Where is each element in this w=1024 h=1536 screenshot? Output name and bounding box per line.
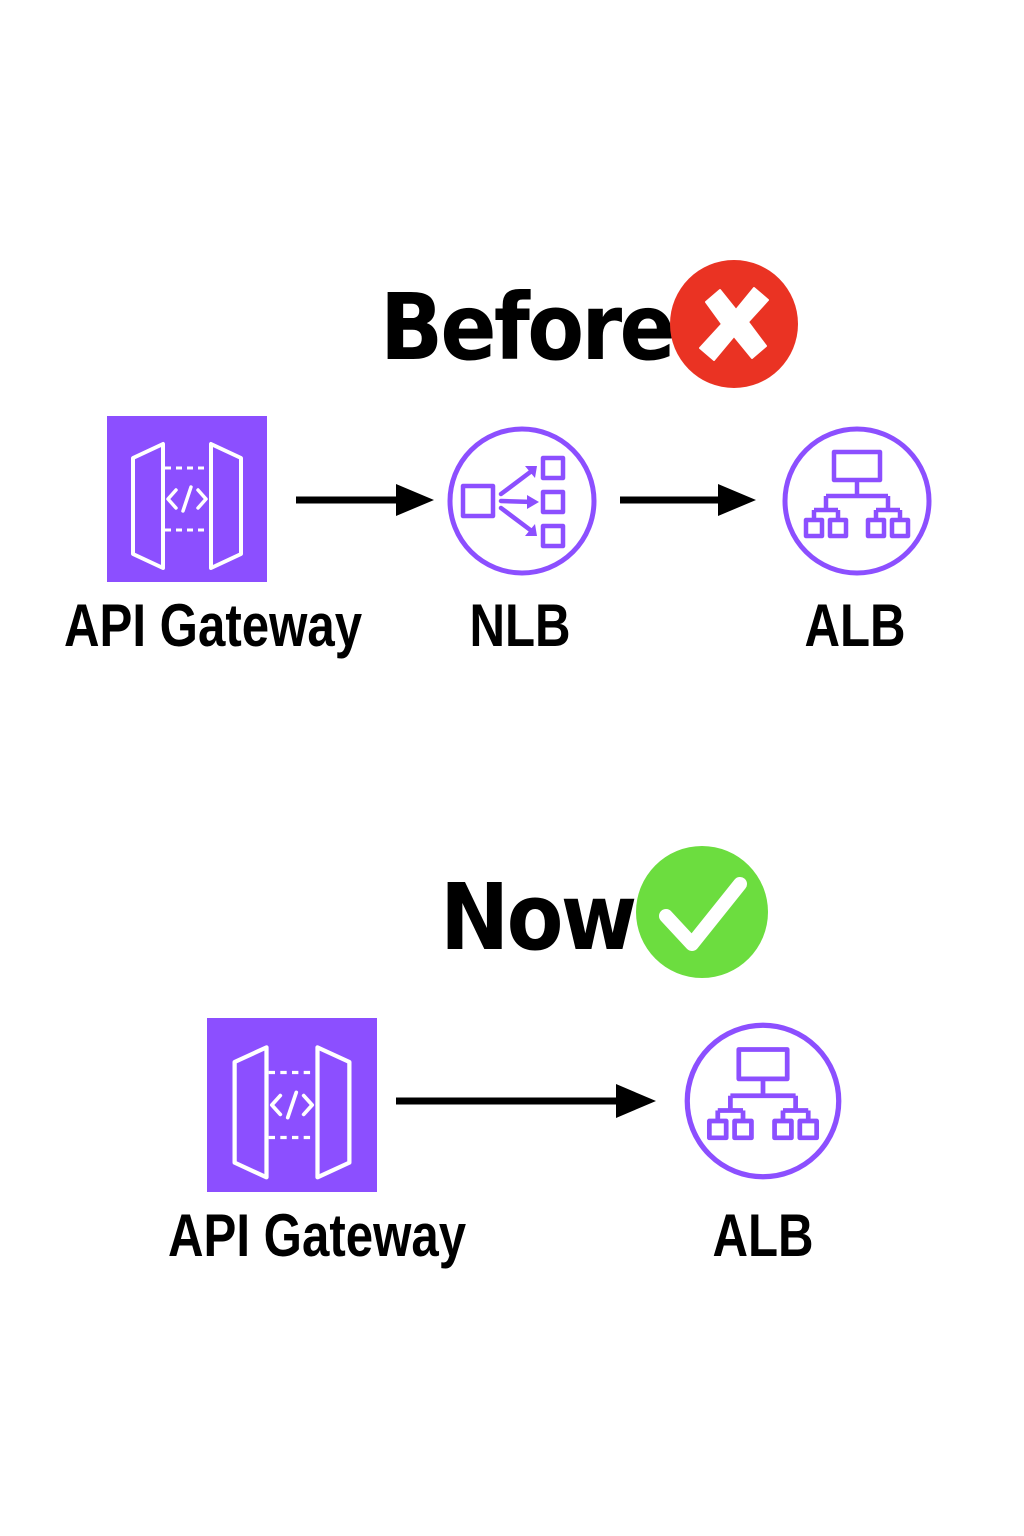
x-mark-icon: [670, 260, 798, 388]
arrow-right-icon: [396, 1084, 656, 1118]
network-load-balancer-icon: [447, 426, 597, 576]
application-load-balancer-icon: [684, 1022, 842, 1180]
checkmark-icon: [636, 846, 768, 978]
before-title: Before: [380, 274, 676, 381]
now-title: Now: [440, 864, 637, 971]
api-gateway-label: API Gateway: [64, 592, 363, 659]
application-load-balancer-icon: [782, 426, 932, 576]
nlb-label: NLB: [469, 592, 571, 659]
alb-label: ALB: [712, 1202, 814, 1269]
api-gateway-icon: [207, 1018, 377, 1192]
arrow-right-icon: [296, 484, 434, 516]
alb-label: ALB: [804, 592, 906, 659]
api-gateway-label: API Gateway: [168, 1202, 467, 1269]
arrow-right-icon: [620, 484, 756, 516]
api-gateway-icon: [107, 416, 267, 582]
